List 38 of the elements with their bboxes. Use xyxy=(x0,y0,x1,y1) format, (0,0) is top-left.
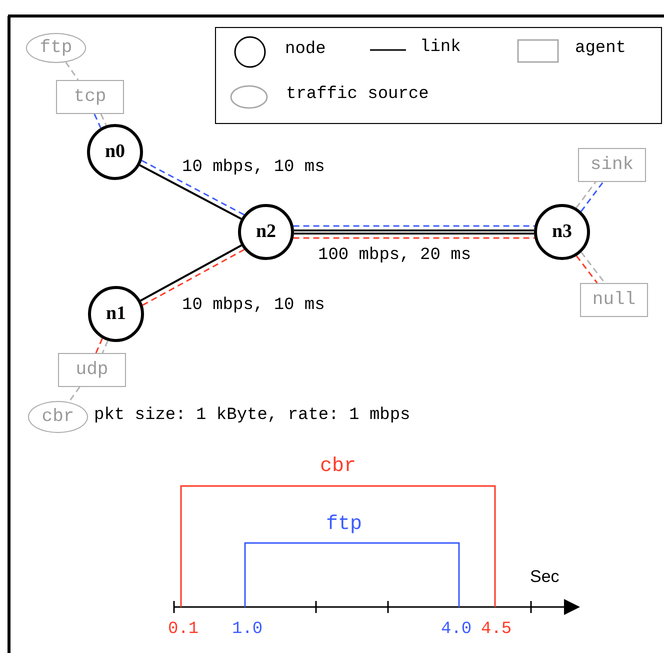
dashed-line xyxy=(95,338,103,354)
traffic-source-ellipse: ftp xyxy=(26,33,86,63)
agent-box: tcp xyxy=(56,80,124,114)
agent-box: sink xyxy=(578,148,646,182)
legend-text: link xyxy=(420,38,461,57)
interval-label: ftp xyxy=(326,513,362,536)
dashed-line xyxy=(576,182,596,208)
edge-label: 10 mbps, 10 ms xyxy=(182,296,325,315)
network-node: n2 xyxy=(238,204,294,260)
interval-label: cbr xyxy=(320,455,356,478)
legend-text: traffic source xyxy=(286,85,429,104)
network-node: n3 xyxy=(534,204,590,260)
edge-label: 10 mbps, 10 ms xyxy=(182,158,325,177)
tick-label: 0.1 xyxy=(168,620,199,639)
dashed-line xyxy=(65,62,79,80)
tick-label: 4.0 xyxy=(441,620,472,639)
dashed-line xyxy=(580,182,604,212)
dashed-line xyxy=(94,114,102,128)
edge-label: 100 mbps, 20 ms xyxy=(318,246,472,265)
network-node: n0 xyxy=(87,124,143,180)
dashed-line xyxy=(576,255,598,284)
dashed-line xyxy=(68,386,80,403)
legend-text: agent xyxy=(575,39,626,58)
legend-text: node xyxy=(285,40,326,59)
tick-label: 4.5 xyxy=(481,620,512,639)
dashed-line xyxy=(100,114,107,126)
dashed-line xyxy=(293,225,535,227)
dashed-line xyxy=(293,237,535,239)
axis-label: Sec xyxy=(530,567,560,587)
agent-box: null xyxy=(580,283,648,317)
traffic-source-ellipse: cbr xyxy=(28,401,88,433)
network-node: n1 xyxy=(88,286,144,342)
tick-label: 1.0 xyxy=(232,620,263,639)
packet-note: pkt size: 1 kByte, rate: 1 mbps xyxy=(94,406,410,425)
link-line xyxy=(294,230,534,234)
dashed-line xyxy=(580,252,606,284)
dashed-line xyxy=(102,340,108,354)
agent-box: udp xyxy=(58,353,126,387)
